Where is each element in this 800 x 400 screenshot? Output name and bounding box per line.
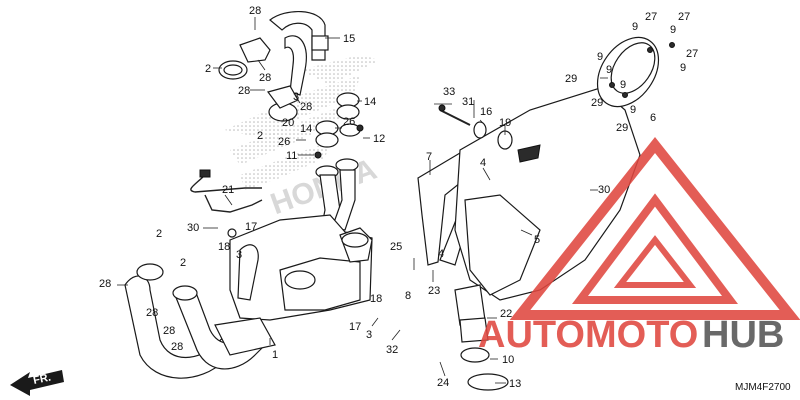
callout-12: 12 xyxy=(373,133,385,145)
automotohub-watermark: AUTO MOTO HUB xyxy=(478,136,800,356)
callout-13: 13 xyxy=(509,378,521,390)
callout-2: 2 xyxy=(156,228,162,240)
callout-5: 5 xyxy=(534,234,540,246)
callout-32: 32 xyxy=(386,344,398,356)
catalyst-chamber xyxy=(229,214,373,321)
callout-21: 21 xyxy=(222,184,234,196)
callout-2: 2 xyxy=(180,257,186,269)
watermark-moto: MOTO xyxy=(585,314,698,356)
front-direction-arrow: FR. xyxy=(10,370,64,396)
muffler-end-cap xyxy=(596,36,675,108)
lower-front-pipes xyxy=(124,263,276,379)
callout-6: 6 xyxy=(650,112,656,124)
callout-30: 30 xyxy=(187,222,199,234)
callout-17: 17 xyxy=(349,321,361,333)
callout-30: 30 xyxy=(598,184,610,196)
callout-26: 26 xyxy=(278,136,290,148)
callout-1: 1 xyxy=(272,349,278,361)
callout-4: 4 xyxy=(438,248,444,260)
callout-27: 27 xyxy=(678,11,690,23)
callout-9: 9 xyxy=(680,62,686,74)
callout-9: 9 xyxy=(597,51,603,63)
callout-14: 14 xyxy=(300,123,312,135)
callout-16: 16 xyxy=(480,106,492,118)
callout-18: 18 xyxy=(218,241,230,253)
callout-7: 7 xyxy=(426,151,432,163)
callout-18: 18 xyxy=(370,293,382,305)
callout-29: 29 xyxy=(591,97,603,109)
callout-2: 2 xyxy=(257,130,263,142)
callout-9: 9 xyxy=(606,64,612,76)
callout-25: 25 xyxy=(390,241,402,253)
callout-3: 3 xyxy=(293,91,299,103)
callout-8: 8 xyxy=(405,290,411,302)
callout-20: 20 xyxy=(282,117,294,129)
callout-17: 17 xyxy=(245,221,257,233)
callout-23: 23 xyxy=(428,285,440,297)
callout-28: 28 xyxy=(259,72,271,84)
callout-4: 4 xyxy=(480,157,486,169)
callout-28: 28 xyxy=(249,5,261,17)
diagram-reference-code: MJM4F2700 xyxy=(735,382,791,393)
callout-2: 2 xyxy=(205,63,211,75)
callout-14: 14 xyxy=(364,96,376,108)
callout-28: 28 xyxy=(146,307,158,319)
callout-19: 19 xyxy=(499,117,511,129)
watermark-auto: AUTO xyxy=(478,314,585,356)
hanger-bolt-set xyxy=(438,104,513,150)
callout-28: 28 xyxy=(238,85,250,97)
callout-11: 11 xyxy=(286,150,297,162)
callout-29: 29 xyxy=(616,122,628,134)
watermark-hub: HUB xyxy=(702,314,784,356)
callout-27: 27 xyxy=(645,11,657,23)
callout-leaders xyxy=(117,17,608,384)
callout-15: 15 xyxy=(343,33,355,45)
callout-29: 29 xyxy=(565,73,577,85)
callout-26: 26 xyxy=(343,116,355,128)
callout-9: 9 xyxy=(670,24,676,36)
callout-9: 9 xyxy=(632,21,638,33)
callout-31: 31 xyxy=(462,96,474,108)
callout-27: 27 xyxy=(686,48,698,60)
callout-9: 9 xyxy=(620,79,626,91)
callout-9: 9 xyxy=(630,104,636,116)
callout-3: 3 xyxy=(236,249,242,261)
callout-28: 28 xyxy=(171,341,183,353)
callout-28: 28 xyxy=(163,325,175,337)
callout-22: 22 xyxy=(500,308,512,320)
callout-28: 28 xyxy=(300,101,312,113)
front-label: FR. xyxy=(32,372,52,387)
callout-3: 3 xyxy=(366,329,372,341)
callout-24: 24 xyxy=(437,377,449,389)
callout-labels: 28 15 2 28 28 3 14 28 20 14 26 2 12 26 1… xyxy=(99,5,698,390)
callout-33: 33 xyxy=(443,86,455,98)
callout-28: 28 xyxy=(99,278,111,290)
callout-10: 10 xyxy=(502,354,514,366)
